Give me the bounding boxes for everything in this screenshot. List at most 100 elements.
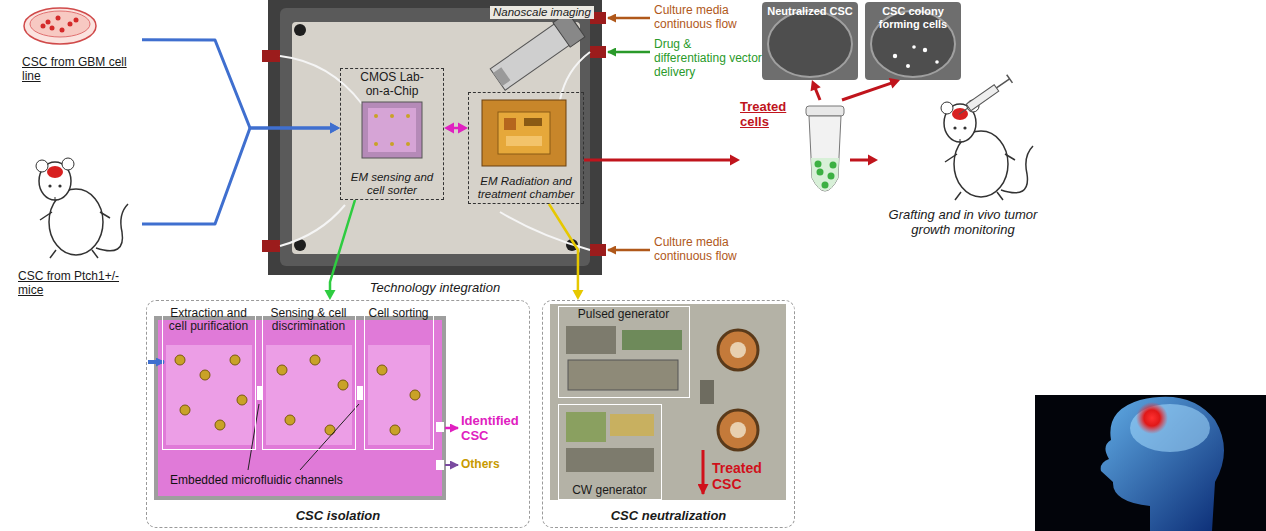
flow-arrow: [444, 122, 468, 133]
node-text: Grafting and in vivo tumor growth monito…: [880, 208, 1046, 238]
connector-line: [330, 200, 355, 293]
isolation-chip: [377, 365, 387, 375]
culture-dishes: [912, 45, 916, 49]
brain-image: [1035, 395, 1266, 531]
generator-chip: [550, 304, 786, 500]
isolation-chip: [230, 355, 240, 365]
node-text: Extraction and cell purification: [165, 307, 253, 335]
lab-on-chip-box: CMOS Lab-on-a-Chip EM sensing and cell so…: [340, 68, 444, 200]
isolation-chip: [200, 370, 210, 380]
flow-arrow: [324, 200, 355, 300]
petri-dish: [46, 20, 51, 25]
flow-arrow: [584, 154, 740, 165]
brain-image: [1101, 397, 1224, 531]
device-photo: [390, 142, 394, 146]
connector-line: [842, 82, 893, 100]
generator-chip: [568, 360, 678, 390]
flow-label: Culture media continuous flow: [654, 236, 746, 264]
generator-chip: [718, 330, 758, 370]
generator-chip: [566, 326, 616, 354]
isolation-chip: [248, 404, 259, 470]
node-text: CSC from GBM cell line: [22, 56, 140, 84]
syringe: [956, 75, 1013, 119]
mouse-figure: [36, 158, 128, 258]
arrow-head: [324, 290, 335, 300]
label-anchor: Embedded microfluidic channels: [170, 474, 370, 488]
source-mouse: CSC from Ptch1+/- mice: [8, 148, 142, 300]
delivery-label: Drug & differentiating vector delivery: [654, 38, 764, 79]
isolation-chip: [445, 464, 458, 466]
isolation-chip: [338, 380, 348, 390]
connector-line: [142, 40, 333, 128]
output-label: Identified CSC: [461, 414, 527, 444]
device-photo: [498, 112, 550, 154]
node-text: EM sensing and cell sorter: [344, 171, 440, 197]
generator-chip: [566, 448, 654, 472]
chip-block: CW generator: [558, 404, 662, 500]
label-anchor: Identified CSC: [461, 414, 527, 444]
culture-dishes: [762, 2, 961, 80]
node-text: CMOS Lab-on-a-Chip: [356, 71, 428, 99]
isolation-chip: [215, 420, 225, 430]
arrow-head: [572, 290, 583, 300]
petri-dish: [68, 22, 73, 27]
generator-chip: [730, 342, 746, 358]
inlet-arrows: [608, 51, 650, 54]
isolation-chip: [410, 390, 420, 400]
isolation-chip: [237, 395, 247, 405]
node-text: CSC neutralization: [611, 509, 727, 524]
node-text: EM Radiation and treatment chamber: [472, 175, 580, 201]
brain-image: [1136, 402, 1168, 434]
petri-dish: [56, 16, 61, 21]
culture-dishes: [865, 2, 961, 80]
syringe: [959, 107, 969, 114]
flow-arrow: [811, 80, 821, 100]
chip-block: Cell sorting: [364, 305, 434, 450]
device-photo: [500, 212, 590, 250]
grafting-mouse: Grafting and in vivo tumor growth monito…: [878, 90, 1048, 240]
isolation-chip: [166, 345, 252, 445]
sample-tube: [830, 162, 837, 169]
isolation-chip: [436, 460, 444, 470]
device-photo: [489, 12, 585, 92]
inlet-arrows: [608, 17, 650, 20]
output-label: Others: [461, 458, 519, 472]
label-anchor: Treated CSC: [712, 460, 778, 492]
generator-chip: [718, 410, 758, 450]
connector-line: [142, 128, 333, 224]
arrow-head: [730, 154, 740, 165]
device-photo: [262, 50, 280, 62]
isolation-chip: [175, 355, 420, 435]
arrow-head: [330, 122, 340, 133]
mouse-figure: [36, 158, 128, 258]
isolation-chip: [357, 386, 363, 400]
device-photo: [280, 56, 362, 104]
neutralization-panel: CSC neutralizationPulsed generatorCW gen…: [542, 300, 795, 528]
connector-line: [549, 204, 578, 293]
flow-arrow: [142, 40, 340, 134]
culture-dishes: [923, 48, 927, 52]
imaging-label: Nanoscale imaging: [490, 6, 594, 19]
arrow-head: [868, 155, 878, 166]
label-anchor: Others: [461, 458, 519, 472]
sample-tube: [822, 182, 829, 189]
generator-chip: [566, 412, 606, 442]
culture-dishes: [762, 2, 858, 80]
device-photo: [406, 142, 410, 146]
isolation-chip: [310, 355, 320, 365]
syringe: [966, 85, 998, 111]
sample-tube: [806, 106, 844, 116]
petri-dish: [24, 8, 96, 44]
label-anchor: Nanoscale imaging: [490, 2, 594, 20]
isolation-chip: [368, 345, 430, 445]
device-photo: [280, 205, 345, 246]
sample-tube: [806, 106, 844, 191]
petri-dish: [41, 24, 46, 29]
isolation-chip: [436, 422, 444, 432]
device-photo: [406, 114, 410, 118]
isolation-chip: [180, 405, 190, 415]
petri-dish: [30, 11, 90, 37]
sample-tube: [817, 169, 824, 176]
petri-dish: [74, 18, 79, 23]
